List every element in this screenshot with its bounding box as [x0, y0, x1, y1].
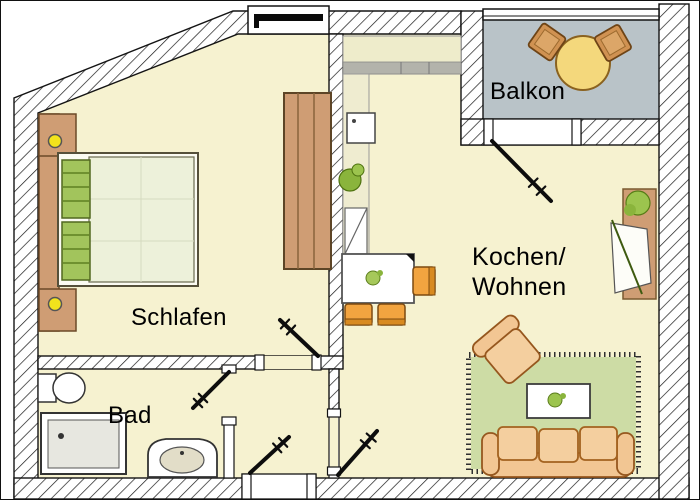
kitchen-sink: [346, 112, 376, 144]
living-door-leaf: [336, 429, 379, 477]
room-label-balcony: Balkon: [490, 78, 566, 105]
bedroom-door-frame: [254, 354, 322, 371]
kitchen-furniture: [338, 35, 462, 326]
entrance-door-frame: [241, 473, 317, 499]
room-label-bedroom: Schlafen: [131, 304, 227, 331]
bath-door-leaf: [191, 370, 231, 410]
bed-pillows: [61, 159, 91, 281]
balcony-chair-right: [594, 24, 632, 62]
side-cabinet: [610, 188, 657, 300]
armchair: [471, 314, 541, 384]
hall-floor: [234, 369, 329, 478]
bedroom-door-leaf: [278, 318, 320, 358]
bath-door-frame: [221, 364, 237, 426]
hall-living-wall-upper: [328, 368, 340, 412]
bedside-lamp-top: [47, 133, 63, 149]
kitchen-plant: [338, 163, 365, 192]
entrance-door-leaf: [248, 435, 291, 475]
dining-table: [341, 253, 415, 304]
balcony-chair-left: [527, 22, 567, 62]
kitchen-counter-front: [342, 61, 462, 75]
table-plant-decor: [365, 270, 381, 286]
openings: [221, 5, 660, 499]
bedside-lamp-bottom: [47, 296, 63, 312]
toilet: [37, 372, 86, 404]
bedroom-furniture: [38, 92, 332, 332]
bedroom-window: [247, 5, 330, 35]
room-label-kitchen-line2: Wohnen: [472, 273, 567, 301]
double-bed: [57, 152, 199, 287]
sofa: [481, 426, 635, 478]
dining-chair-2: [377, 303, 406, 326]
room-label-kitchen-line1: Kochen/: [472, 243, 566, 271]
balcony-furniture: [527, 22, 632, 91]
right-exterior-wall: [658, 3, 690, 499]
coffee-table: [526, 383, 591, 419]
dining-chair-1: [344, 303, 373, 326]
dishwasher: [344, 207, 368, 255]
bottom-exterior-wall: [13, 477, 690, 499]
living-furniture: [466, 188, 657, 478]
shower: [40, 412, 127, 475]
bath-fixtures: [37, 372, 218, 478]
dining-chair-3: [412, 266, 436, 296]
living-door-frame: [326, 408, 342, 476]
room-label-bath: Bad: [108, 402, 152, 429]
balcony-railing: [482, 8, 660, 21]
balcony-door-leaf: [490, 139, 553, 203]
door-leaves: [191, 139, 553, 477]
balcony-door-frame: [483, 118, 582, 146]
room-label-kitchen-living: Kochen/ Wohnen: [472, 242, 566, 302]
balcony-table: [555, 35, 611, 91]
wardrobe: [283, 92, 332, 270]
bath-sink: [147, 438, 218, 478]
